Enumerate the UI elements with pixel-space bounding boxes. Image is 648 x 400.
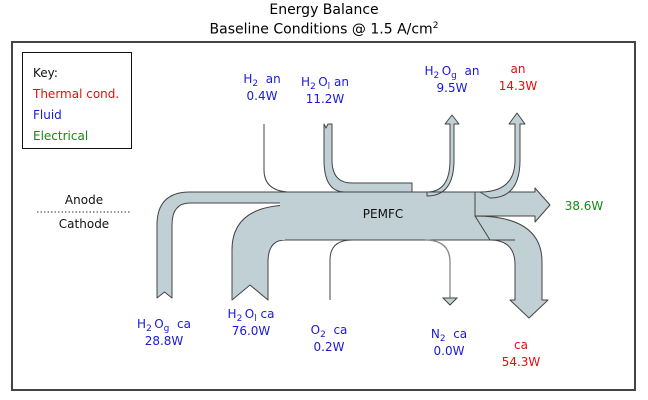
label-h2ol-ca: H2 Ol ca 76.0W (228, 306, 275, 340)
value-n2-ca: 0.0W (433, 344, 465, 358)
value-h2og-ca: 28.8W (144, 334, 184, 348)
value-o2-ca: 0.2W (313, 340, 345, 354)
value-electrical: 38.6W (564, 199, 604, 213)
label-h2ol-an: H2 Ol an 11.2W (301, 74, 349, 108)
value-h2ol-ca: 76.0W (231, 324, 271, 338)
legend-heading: Key: (33, 66, 58, 80)
flow-h2ol-an (323, 123, 413, 193)
diagram-subtitle: Baseline Conditions @ 1.5 A/cm2 (0, 18, 648, 38)
legend-fluid: Fluid (33, 108, 62, 122)
subtitle-superscript: 2 (432, 21, 439, 31)
subtitle-text: Baseline Conditions @ 1.5 A/cm (209, 21, 433, 38)
cathode-label: Cathode (58, 217, 110, 231)
diagram-title: Energy Balance (269, 2, 379, 18)
flow-main-body (280, 192, 498, 240)
value-h2-an: 0.4W (246, 89, 278, 103)
flow-o2-ca (329, 239, 353, 300)
label-n2-ca: N2 ca 0.0W (431, 326, 467, 360)
flow-h2og-ca (156, 191, 291, 299)
label-h2og-an-species: H2 Og an (424, 64, 480, 81)
legend-electrical: Electrical (33, 129, 89, 143)
value-h2og-an: 9.5W (436, 81, 468, 95)
label-h2og-ca: H2 Og ca 28.8W (137, 316, 191, 350)
flow-n2-ca (424, 239, 451, 298)
label-h2ol-an-species: H2 Ol an (301, 75, 349, 92)
flow-thermal-ca (474, 215, 549, 319)
value-thermal-ca: 54.3W (501, 355, 541, 369)
label-h2ol-ca-species: H2 Ol ca (227, 307, 275, 324)
flow-h2og-an (426, 114, 460, 197)
legend-thermal: Thermal cond. (33, 87, 120, 101)
label-thermal-an: an 14.3W (499, 61, 538, 95)
label-thermal-ca: ca 54.3W (502, 337, 541, 371)
label-o2-ca-species: O2 ca (310, 323, 348, 340)
label-n2-ca-species: N2 ca (430, 327, 468, 344)
value-h2ol-an: 11.2W (305, 92, 345, 106)
label-h2-an: H2 an 0.4W (243, 71, 280, 105)
label-thermal-an-side: an (510, 62, 526, 76)
legend-box: Key: Thermal cond. Fluid Electrical (22, 52, 132, 149)
flow-h2-an (263, 124, 288, 193)
flow-thermal-an (479, 112, 526, 199)
label-h2og-an: H2 Og an 9.5W (425, 63, 480, 97)
pemfc-label: PEMFC (362, 207, 404, 221)
label-h2og-ca-species: H2 Og ca (137, 317, 191, 334)
diagram-frame (11, 41, 636, 391)
label-h2-an-species: H2 an (243, 72, 281, 89)
value-thermal-an: 14.3W (498, 79, 538, 93)
anode-label: Anode (64, 193, 104, 207)
arrow-n2-ca (441, 297, 459, 306)
label-o2-ca: O2 ca 0.2W (311, 322, 348, 356)
label-thermal-ca-side: ca (514, 338, 528, 352)
